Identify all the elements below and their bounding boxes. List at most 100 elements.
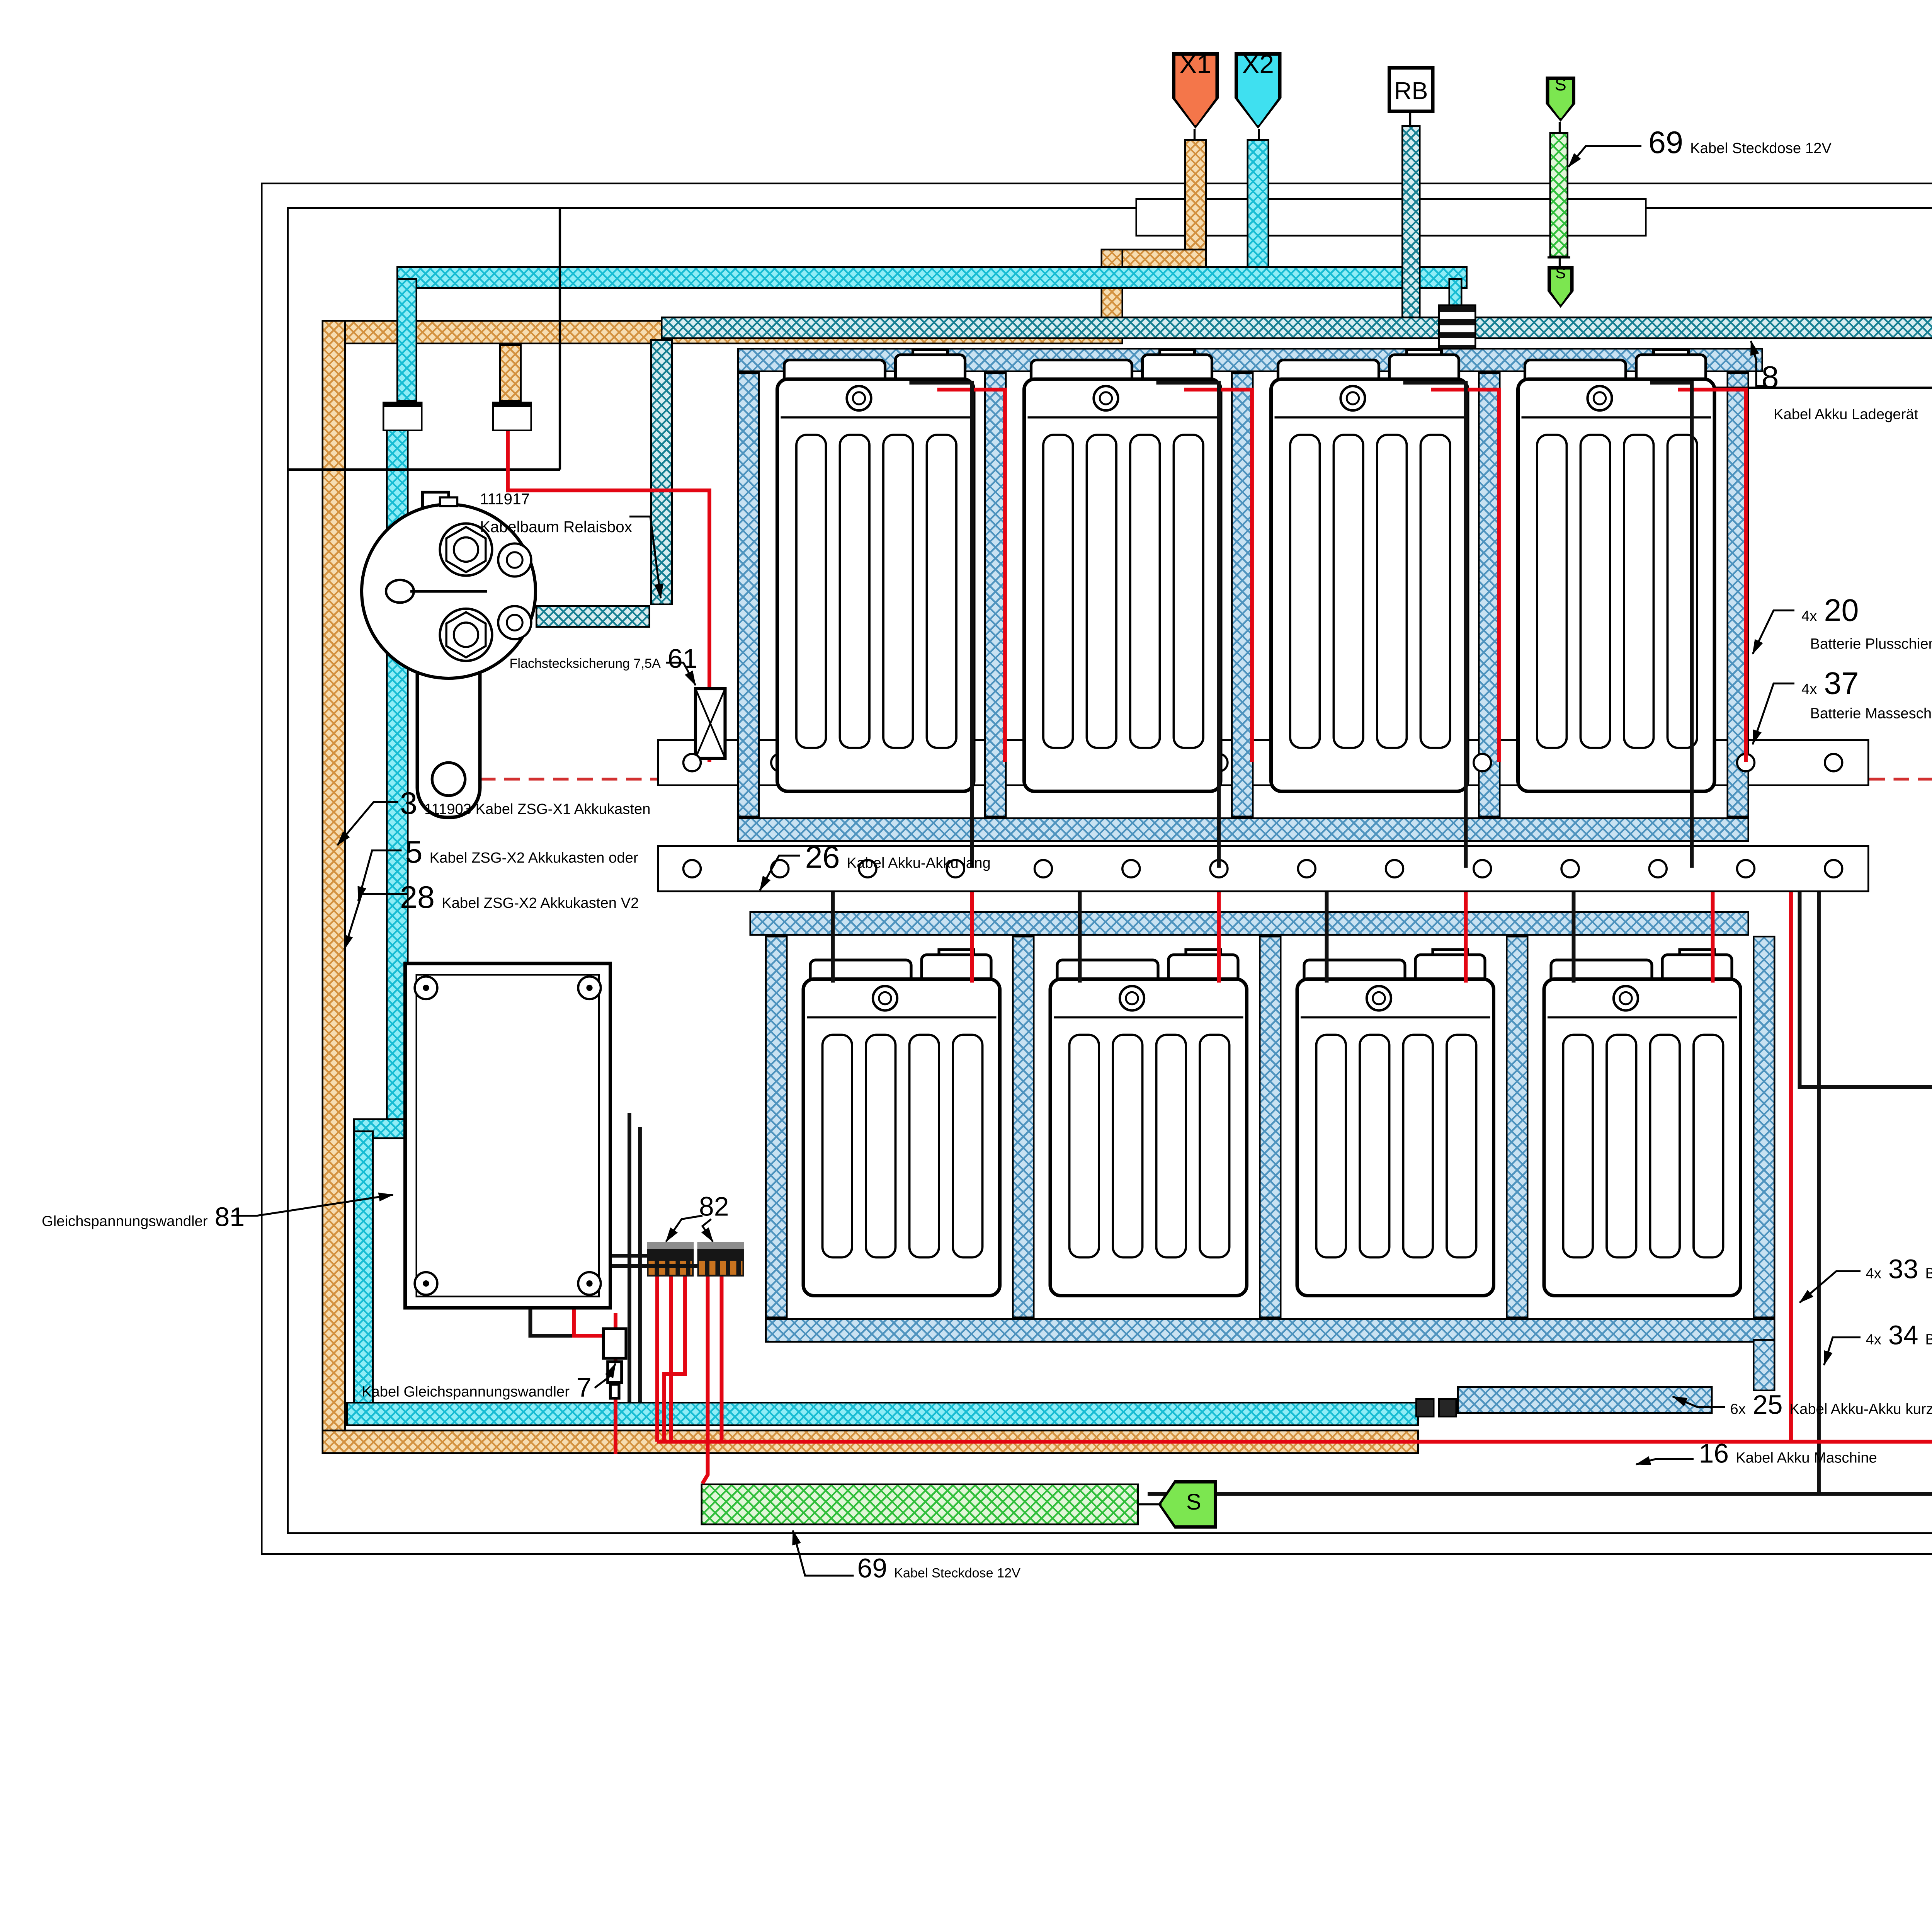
- battery-rib: [1421, 435, 1451, 748]
- battery-rib: [1087, 435, 1117, 748]
- battery-rib: [1624, 435, 1654, 748]
- battery-rib: [1174, 435, 1204, 748]
- callout-klemmen: 82: [699, 1193, 729, 1224]
- battery-rib: [1650, 1035, 1680, 1258]
- callout-sicherung-num: 61: [668, 645, 698, 677]
- callout-steckdose-top-num: 69: [1648, 125, 1683, 162]
- converter-bolt-dot: [586, 1280, 592, 1287]
- connector-flag-x1-label: X1: [1172, 52, 1219, 81]
- battery-rib: [1403, 1035, 1433, 1258]
- battery-rib: [1334, 435, 1364, 748]
- black-wires: [531, 353, 1932, 1494]
- switch-small-nut-core: [507, 615, 523, 631]
- battery-rib: [1377, 435, 1407, 748]
- battery-rib: [1447, 1035, 1476, 1258]
- callout-ladegeraet-num: 8: [1762, 360, 1779, 397]
- callout-relaisbox: 111917 Kabelbaum Relaisbox: [480, 487, 632, 542]
- connector-flag-s-mid-label: S: [1548, 266, 1574, 284]
- battery-rib: [910, 1035, 939, 1258]
- battery-rib: [1581, 435, 1611, 748]
- battery-rib: [1130, 435, 1160, 748]
- callout-zsg-x1: 3 111903 Kabel ZSG-X1 Akkukasten: [400, 786, 651, 823]
- busbar-hole: [1474, 754, 1491, 771]
- callout-zsg-x2: 5 Kabel ZSG-X2 Akkukasten oder: [405, 835, 638, 871]
- callout-steckdose-bottom: 69 Kabel Steckdose 12V: [857, 1555, 1020, 1586]
- callout-relaisbox-text: Kabelbaum Relaisbox: [480, 518, 632, 535]
- converter-bolt-dot: [586, 985, 592, 991]
- battery-rib: [840, 435, 870, 748]
- connector-box-rb: RB: [1388, 66, 1435, 113]
- callout-masseschiene-lang-num: 4x 37: [1801, 666, 1859, 703]
- battery-rib: [927, 435, 957, 748]
- callout-plusschiene-lang: 4x 33 Batterie Plusschiene lang: [1866, 1256, 1932, 1287]
- battery-rib: [823, 1035, 852, 1258]
- battery-rib: [1043, 435, 1073, 748]
- busbar-hole: [1737, 860, 1755, 877]
- connector-flag-s-mid: S: [1548, 266, 1574, 308]
- callout-plusschiene-kurz-text: Batterie Plusschiene kurz: [1810, 635, 1932, 652]
- battery-screw-inner: [1620, 992, 1632, 1004]
- battery-screw-inner: [1594, 392, 1606, 405]
- busbar-hole: [1825, 860, 1842, 877]
- callout-ladegeraet-text: Kabel Akku Ladegerät: [1774, 405, 1918, 423]
- callout-zsg-x2-v2: 28 Kabel ZSG-X2 Akkukasten V2: [400, 880, 639, 917]
- callout-steckdose-top: 69 Kabel Steckdose 12V: [1648, 125, 1832, 162]
- callout-sicherung-text: Flachstecksicherung 7,5A: [510, 656, 661, 672]
- connector-flag-s-top: S: [1546, 77, 1576, 122]
- battery-rib: [1156, 1035, 1186, 1258]
- battery-screw-inner: [1126, 992, 1138, 1004]
- callout-akku-maschine: 16 Kabel Akku Maschine: [1699, 1440, 1877, 1471]
- callout-akku-akku-kurz: 6x 25 Kabel Akku-Akku kurz: [1730, 1391, 1932, 1423]
- battery-rib: [1290, 435, 1320, 748]
- flat-fuse-symbol: [696, 689, 725, 758]
- battery-rib: [796, 435, 826, 748]
- battery-rib: [1070, 1035, 1099, 1258]
- battery-rib: [1316, 1035, 1346, 1258]
- callout-steckdose-top-text: Kabel Steckdose 12V: [1690, 139, 1832, 157]
- busbar-hole: [1122, 860, 1140, 877]
- callout-plusschiene-kurz-num: 4x 20: [1801, 593, 1859, 630]
- battery-rib: [953, 1035, 983, 1258]
- battery-rib: [1113, 1035, 1143, 1258]
- callout-masseschiene-lang-text: Batterie Masseschiene lang: [1810, 705, 1932, 722]
- callout-relaisbox-part: 111917: [480, 490, 530, 508]
- callout-kabel-wandler: Kabel Gleichspannungswandler 7: [362, 1374, 592, 1405]
- battery-rib: [1607, 1035, 1636, 1258]
- callout-sicherung: Flachstecksicherung 7,5A 61: [510, 645, 698, 677]
- busbar-hole: [771, 860, 789, 877]
- connector-flag-x2-label: X2: [1235, 52, 1282, 81]
- busbar-hole: [1035, 860, 1052, 877]
- busbar-hole: [684, 860, 701, 877]
- converter-bolt-dot: [423, 985, 429, 991]
- busbar-hole: [1825, 754, 1842, 771]
- battery-rib: [1200, 1035, 1230, 1258]
- switch-oval: [386, 580, 414, 603]
- battery-rib: [1360, 1035, 1389, 1258]
- battery-rib: [866, 1035, 896, 1258]
- busbar-hole: [1298, 860, 1315, 877]
- battery-rib: [1563, 1035, 1593, 1258]
- battery-screw-inner: [1347, 392, 1359, 405]
- callout-akku-akku-lang: 26 Kabel Akku-Akku lang: [805, 840, 991, 877]
- switch-small-nut-core: [507, 552, 523, 568]
- switch-tab: [440, 497, 457, 506]
- connector-flag-s-bottom: S: [1158, 1480, 1217, 1529]
- battery-rib: [1694, 1035, 1723, 1258]
- busbar-hole: [1474, 860, 1491, 877]
- busbar-hole: [684, 754, 701, 771]
- switch-nut-core: [454, 623, 478, 647]
- connector-flag-x1: X1: [1172, 52, 1219, 129]
- battery-rib: [1537, 435, 1567, 748]
- switch-nut-core: [454, 538, 478, 562]
- callout-wandler: Gleichspannungswandler 81: [42, 1203, 245, 1235]
- battery-screw-inner: [879, 992, 891, 1004]
- callout-masseschiene-kurz: 4x 34 Batterie Masseschiene kurz: [1866, 1322, 1932, 1353]
- connector-flag-s-top-label: S: [1546, 77, 1576, 96]
- busbar-hole: [1649, 860, 1667, 877]
- converter-bolt-dot: [423, 1280, 429, 1287]
- busbar-hole: [1386, 860, 1403, 877]
- battery-screw-inner: [1373, 992, 1385, 1004]
- battery-screw-inner: [853, 392, 865, 405]
